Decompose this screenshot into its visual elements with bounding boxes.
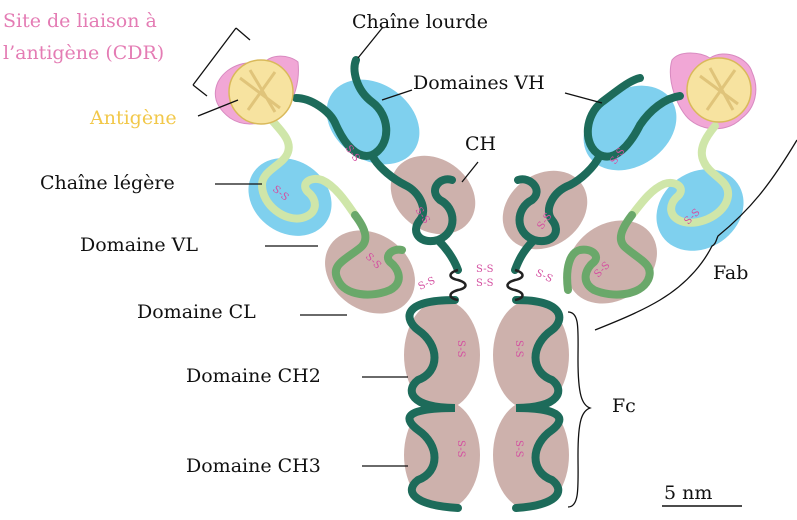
- bond-ch3-right: S-S: [513, 440, 524, 458]
- ch-label: CH: [465, 133, 496, 155]
- fab-label: Fab: [713, 262, 748, 284]
- antigen-right: [687, 58, 751, 122]
- cl-domain-label: Domaine CL: [137, 301, 256, 323]
- vh-domains-label: Domaines VH: [413, 72, 545, 94]
- light-chain-label: Chaîne légère: [40, 172, 175, 194]
- vh-leader-right: [565, 93, 602, 103]
- heavy-chain-label: Chaîne lourde: [352, 11, 488, 33]
- bond-ch3-left: S-S: [455, 440, 466, 458]
- bond-ch2-right: S-S: [513, 340, 524, 358]
- fc-bracket: [568, 312, 590, 507]
- scale-label: 5 nm: [664, 482, 712, 504]
- fc-label: Fc: [612, 395, 636, 417]
- ch2-domain-label: Domaine CH2: [186, 365, 321, 387]
- antigen-left: [229, 60, 293, 124]
- bond-hinge-right: S-S: [534, 268, 555, 285]
- cdr-label-line1: Site de liaison à: [3, 10, 157, 32]
- ch-leader: [462, 162, 478, 182]
- vl-domain-left: [233, 142, 346, 251]
- vl-domain-right: [641, 152, 760, 267]
- bond-hinge-mid-1: S-S: [476, 264, 494, 275]
- bond-hinge-mid-2: S-S: [476, 278, 494, 289]
- hinge-left: [451, 270, 466, 300]
- hinge-right: [508, 270, 523, 300]
- bond-hinge-left: S-S: [417, 275, 438, 292]
- cdr-label-line2: l’antigène (CDR): [3, 42, 164, 64]
- fc-region: [404, 300, 569, 510]
- antigen-label: Antigène: [90, 107, 177, 129]
- ch3-domain-label: Domaine CH3: [186, 455, 321, 477]
- bond-ch2-left: S-S: [455, 340, 466, 358]
- vl-domain-label: Domaine VL: [80, 234, 198, 256]
